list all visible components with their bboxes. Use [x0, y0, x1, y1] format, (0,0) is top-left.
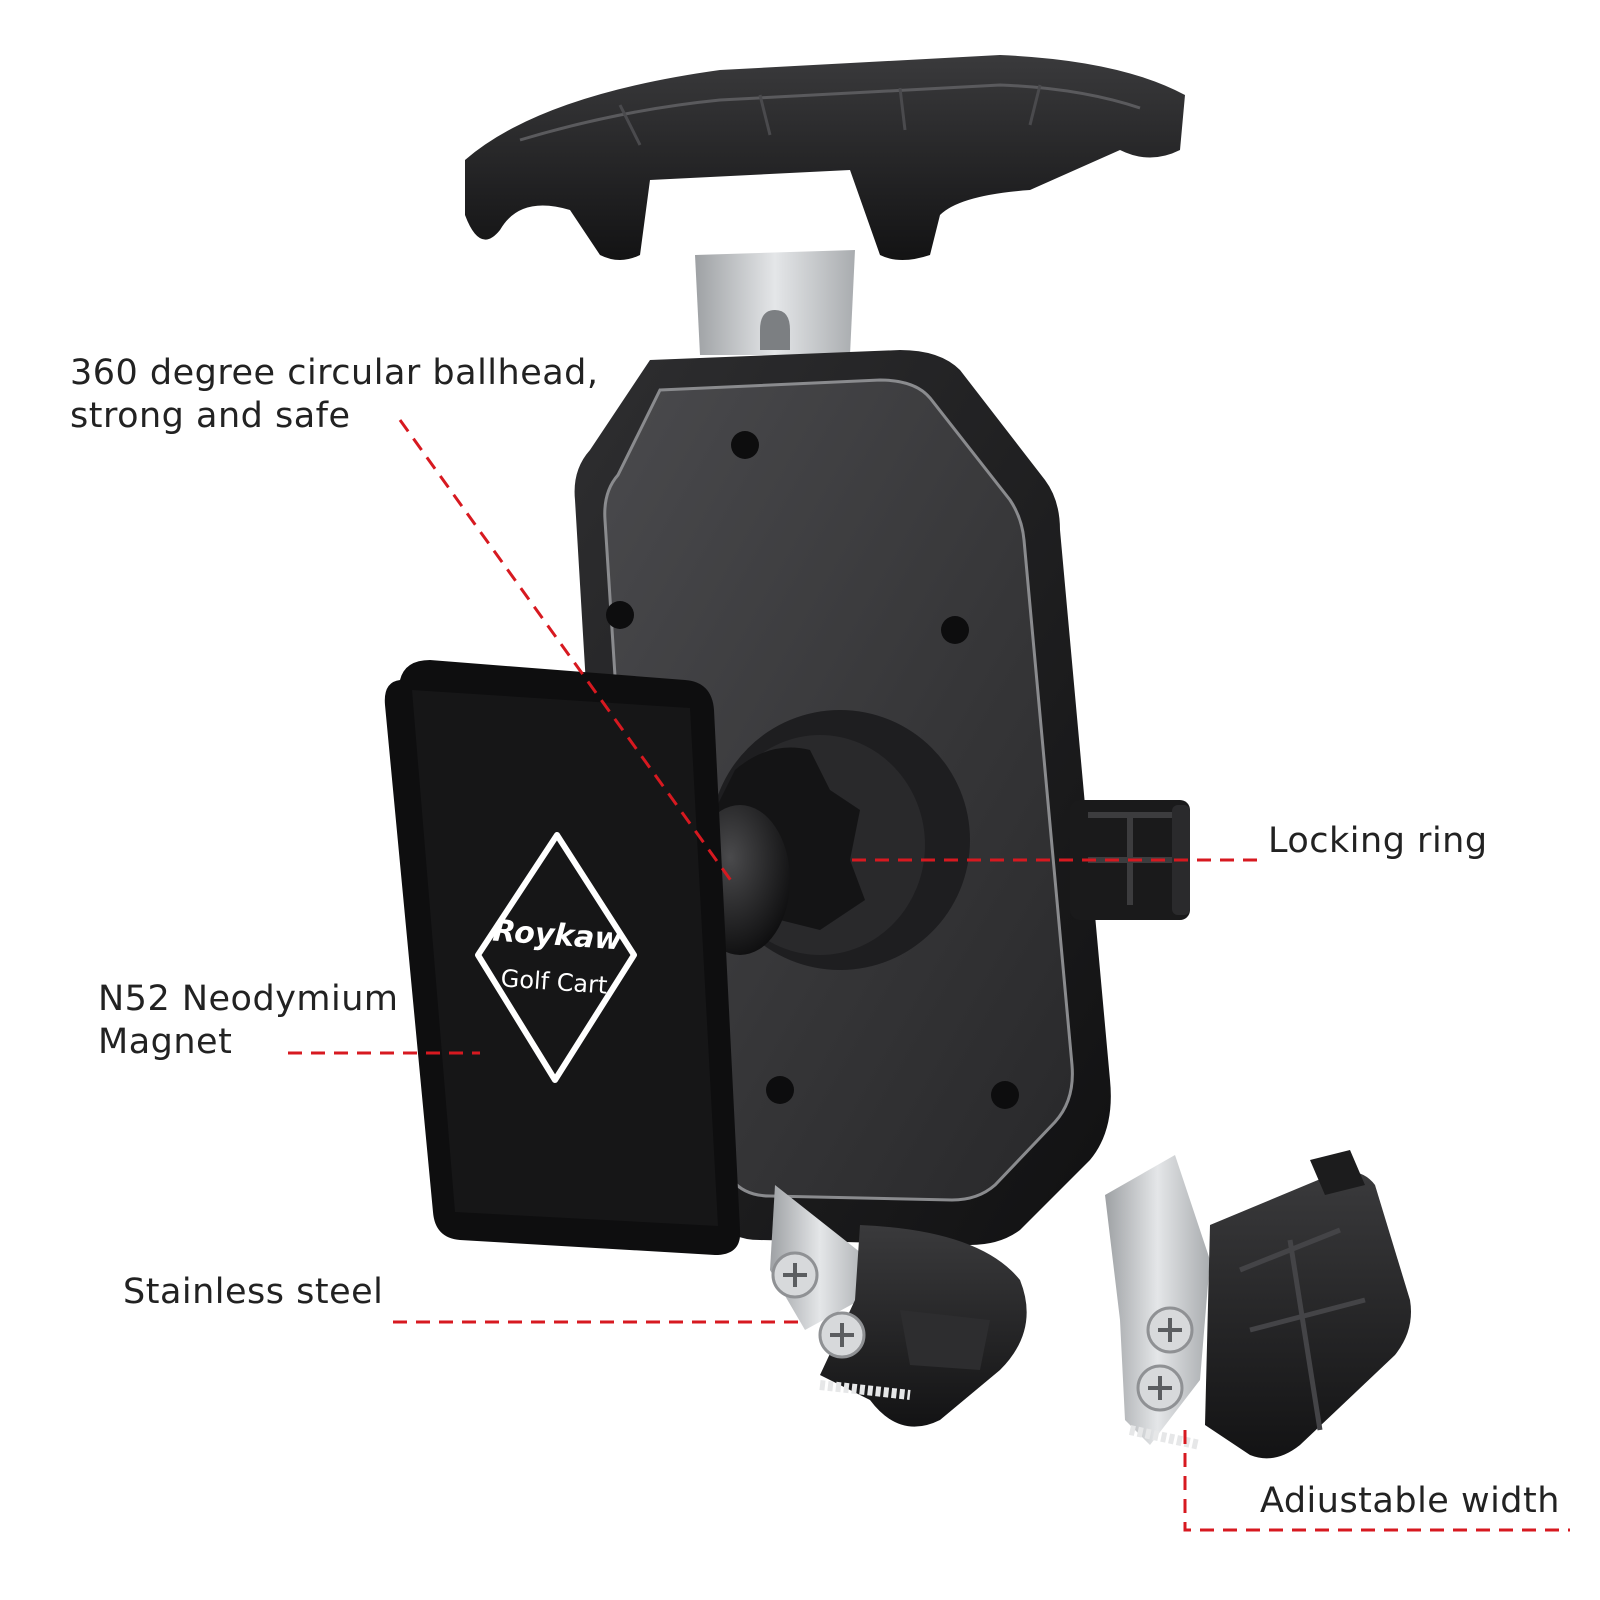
top-steel-arm [695, 250, 855, 355]
callout-stainless-steel: Stainless steel [123, 1272, 384, 1312]
callout-ballhead: 360 degree circular ballhead, strong and… [70, 352, 599, 438]
callout-ballhead-line2: strong and safe [70, 396, 351, 436]
bottom-left-clamp [770, 1185, 1027, 1427]
leader-width [1183, 1430, 1570, 1532]
magnet-plate [384, 660, 741, 1255]
top-clamp [465, 55, 1185, 260]
callout-locking-ring: Locking ring [1268, 821, 1488, 861]
callout-adjustable-width: Adiustable width [1260, 1481, 1560, 1521]
leader-ballhead [398, 419, 734, 883]
callout-magnet-line1: N52 Neodymium [98, 979, 399, 1019]
callout-magnet: N52 Neodymium Magnet [98, 978, 399, 1064]
callout-leader-lines [288, 419, 1570, 1532]
callout-ballhead-line1: 360 degree circular ballhead, [70, 353, 599, 393]
bottom-right-clamp [1105, 1150, 1411, 1459]
callout-magnet-line2: Magnet [98, 1022, 233, 1062]
